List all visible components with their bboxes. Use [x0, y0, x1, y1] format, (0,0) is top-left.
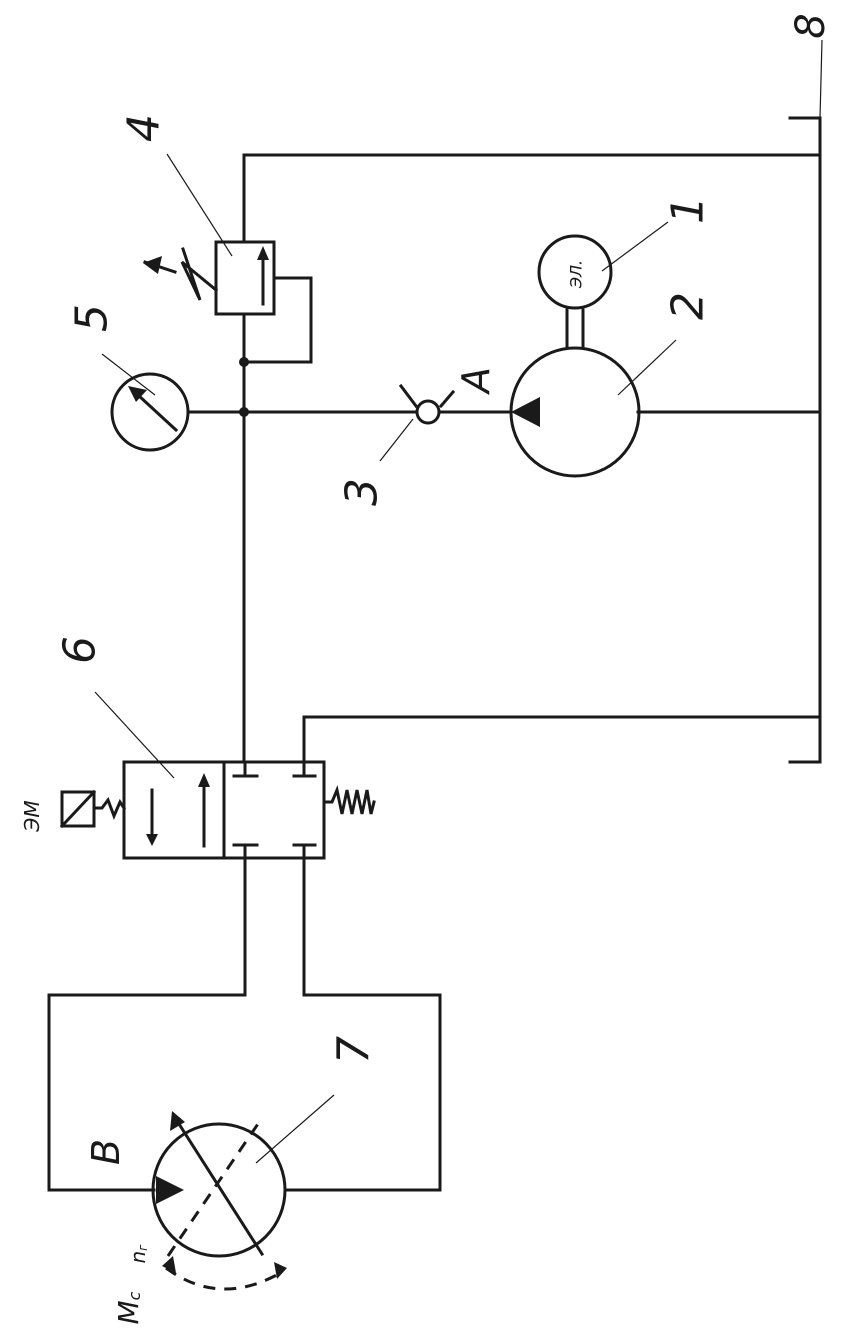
moment-subscript: c [125, 1291, 144, 1300]
spring-icon [322, 784, 376, 815]
leader-lines [94, 39, 823, 1164]
junction-dot [239, 407, 249, 417]
hydraulic-motor-icon [151, 1111, 287, 1291]
motor-label: ЭЛ. [567, 260, 586, 289]
callout-8: 8 [788, 13, 834, 38]
speed-subscript: г [136, 1244, 150, 1251]
check-valve-icon [398, 383, 456, 425]
solenoid-label: ЭМ [20, 800, 44, 832]
point-a-label: A [454, 367, 498, 396]
callout-7: 7 [329, 1036, 380, 1064]
solenoid-icon [59, 789, 127, 829]
svg-text:Mc: Mc [112, 1291, 145, 1324]
callout-2: 2 [663, 292, 714, 320]
speed-symbol: n [126, 1251, 150, 1264]
tank-icon [788, 116, 822, 764]
point-b-label: B [84, 1139, 128, 1165]
moment-symbol: M [112, 1300, 145, 1324]
pump-icon [509, 346, 641, 478]
relief-valve-icon [143, 240, 313, 364]
svg-text:nг: nг [126, 1244, 150, 1264]
directional-valve-icon [122, 760, 326, 860]
moment-label: Mc [112, 1291, 145, 1324]
callout-1: 1 [663, 196, 714, 224]
return-line [302, 715, 822, 764]
motor-line-left [47, 856, 247, 1192]
electric-motor-icon [537, 234, 613, 310]
callout-5: 5 [67, 304, 118, 332]
callout-6: 6 [55, 636, 106, 664]
motor-line-right [283, 856, 442, 1192]
speed-label: nг [126, 1244, 150, 1264]
callout-3: 3 [337, 478, 388, 506]
pressure-gauge-icon [110, 372, 190, 452]
shaft-coupling [565, 308, 585, 350]
pressure-line [187, 153, 822, 764]
callout-4: 4 [119, 114, 170, 142]
